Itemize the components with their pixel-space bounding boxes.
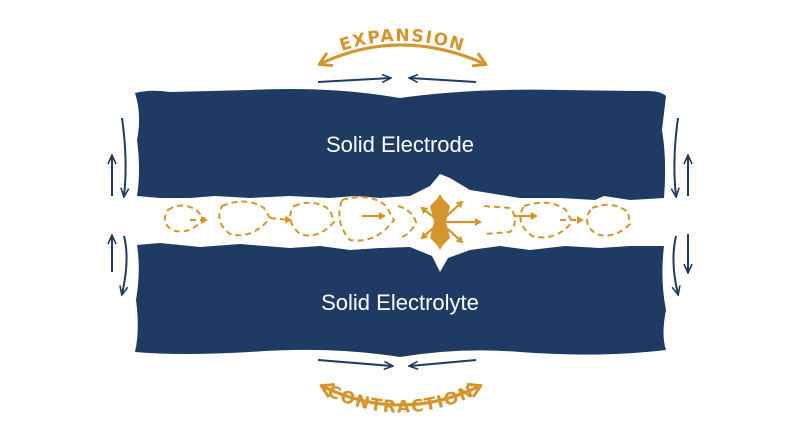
solid-electrolyte-block xyxy=(135,243,666,357)
contraction-label: CONTRACTION xyxy=(324,381,477,417)
expansion-label: EXPANSION xyxy=(337,26,467,56)
interface-flow-lines xyxy=(163,196,632,242)
interface-burst-arrows xyxy=(362,194,538,250)
solid-electrode-block xyxy=(135,89,666,200)
solid-electrode-label: Solid Electrode xyxy=(326,132,474,157)
side-arrows xyxy=(112,78,688,366)
solid-electrolyte-label: Solid Electrolyte xyxy=(321,290,479,315)
expansion-arrow xyxy=(320,43,485,64)
interface-burst-core xyxy=(430,196,450,248)
contraction-arrow xyxy=(322,386,480,407)
